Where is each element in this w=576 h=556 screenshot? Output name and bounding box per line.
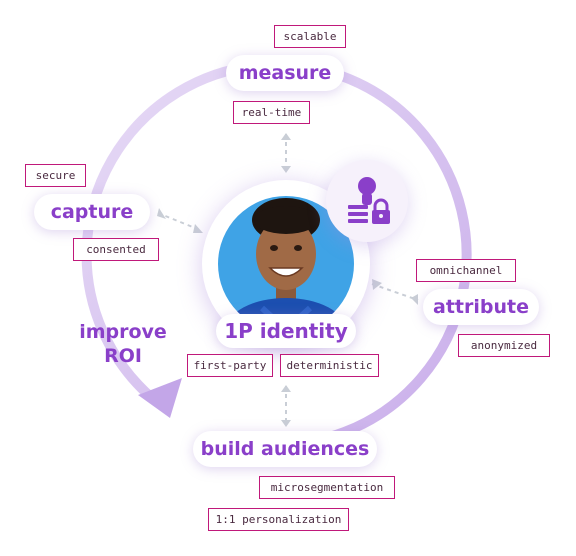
cycle-arrowhead (138, 378, 182, 418)
tag-anonymized: anonymized (458, 334, 550, 357)
connector-capture-arrow (193, 224, 203, 233)
connector-measure-arrow-up (281, 133, 291, 140)
node-capture: capture (34, 194, 150, 230)
connector-audience-arrow-down (281, 420, 291, 427)
center-label: 1P identity (216, 314, 356, 348)
connector-attribute-arrow2 (411, 294, 418, 305)
connector-capture-arrow2 (157, 208, 166, 219)
connector-audience-arrow-up (281, 385, 291, 392)
improve-roi-line2: ROI (104, 345, 142, 367)
node-attribute: attribute (423, 289, 539, 325)
tag-scalable: scalable (274, 25, 346, 48)
connector-capture (157, 212, 201, 231)
tag-microsegmentation: microsegmentation (259, 476, 395, 499)
tag-omnichannel: omnichannel (416, 259, 516, 282)
improve-roi-line1: improve (79, 321, 167, 343)
connector-measure-arrow-down (281, 166, 291, 173)
connector-attribute (371, 283, 419, 301)
tag-secure: secure (25, 164, 86, 187)
tag-consented: consented (73, 238, 159, 261)
tag-real-time: real-time (233, 101, 310, 124)
tag-personalization: 1:1 personalization (208, 508, 349, 531)
tag-first-party: first-party (187, 354, 273, 377)
person-list-lock-icon (348, 177, 390, 224)
node-build-audiences: build audiences (193, 431, 377, 467)
node-improve-roi: improve ROI (70, 320, 176, 368)
identity-icon-bubble (326, 160, 408, 242)
node-measure: measure (226, 55, 344, 91)
tag-deterministic: deterministic (280, 354, 379, 377)
connector-attribute-arrow (372, 279, 382, 290)
